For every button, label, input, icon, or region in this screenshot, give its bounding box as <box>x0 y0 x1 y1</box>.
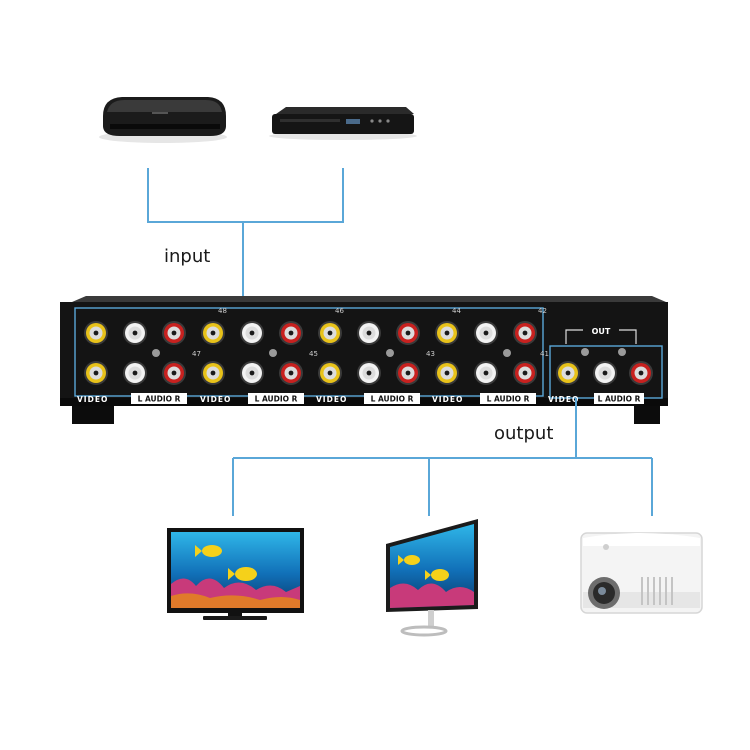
projector-icon <box>580 532 703 614</box>
audio-left-jack <box>240 321 264 345</box>
channel-number: 47 <box>192 350 201 358</box>
video-jack <box>84 361 108 385</box>
input-connector-lines <box>147 168 344 300</box>
video-jack <box>84 321 108 345</box>
video-jack <box>435 321 459 345</box>
channel-number: 42 <box>538 307 547 315</box>
audio-label: L AUDIO R <box>371 395 414 404</box>
tv-icon <box>167 528 304 620</box>
channel-number: 41 <box>540 350 549 358</box>
screw-icon <box>152 349 160 357</box>
audio-right-jack <box>396 321 420 345</box>
video-jack <box>435 361 459 385</box>
av-switcher-device: OUT 48 46 44 42 47 45 43 41 VIDEO L AUDI… <box>60 296 668 424</box>
channel-number: 48 <box>218 307 227 315</box>
audio-label: L AUDIO R <box>255 395 298 404</box>
audio-right-jack <box>513 361 537 385</box>
video-label: VIDEO <box>432 395 463 404</box>
monitor-icon <box>386 519 478 637</box>
set-top-box-icon <box>99 97 227 143</box>
out-label: OUT <box>592 327 611 336</box>
video-jack <box>556 361 580 385</box>
audio-label: L AUDIO R <box>487 395 530 404</box>
audio-label: L AUDIO R <box>138 395 181 404</box>
video-jack <box>318 361 342 385</box>
screw-icon <box>269 349 277 357</box>
video-label: VIDEO <box>316 395 347 404</box>
audio-right-jack <box>279 361 303 385</box>
screw-icon <box>503 349 511 357</box>
audio-left-jack <box>240 361 264 385</box>
channel-number: 43 <box>426 350 435 358</box>
video-label: VIDEO <box>77 395 108 404</box>
audio-right-jack <box>629 361 653 385</box>
audio-left-jack <box>357 361 381 385</box>
output-rca-jacks <box>556 348 653 385</box>
input-rca-jacks <box>84 321 537 385</box>
audio-right-jack <box>279 321 303 345</box>
audio-left-jack <box>357 321 381 345</box>
audio-left-jack <box>123 321 147 345</box>
audio-right-jack <box>396 361 420 385</box>
video-jack <box>318 321 342 345</box>
audio-left-jack <box>593 361 617 385</box>
audio-right-jack <box>162 321 186 345</box>
screw-icon <box>386 349 394 357</box>
channel-number: 45 <box>309 350 318 358</box>
audio-right-jack <box>162 361 186 385</box>
audio-left-jack <box>123 361 147 385</box>
output-label: output <box>494 423 554 444</box>
audio-label: L AUDIO R <box>598 395 641 404</box>
audio-left-jack <box>474 321 498 345</box>
video-label: VIDEO <box>200 395 231 404</box>
channel-number: 46 <box>335 307 344 315</box>
screw-icon <box>618 348 626 356</box>
dvd-player-icon <box>269 107 417 140</box>
video-label: VIDEO <box>548 395 579 404</box>
screw-icon <box>581 348 589 356</box>
video-jack <box>201 321 225 345</box>
channel-number: 44 <box>452 307 461 315</box>
audio-left-jack <box>474 361 498 385</box>
video-jack <box>201 361 225 385</box>
audio-right-jack <box>513 321 537 345</box>
output-connector-lines <box>232 398 653 516</box>
input-label: input <box>164 246 211 267</box>
